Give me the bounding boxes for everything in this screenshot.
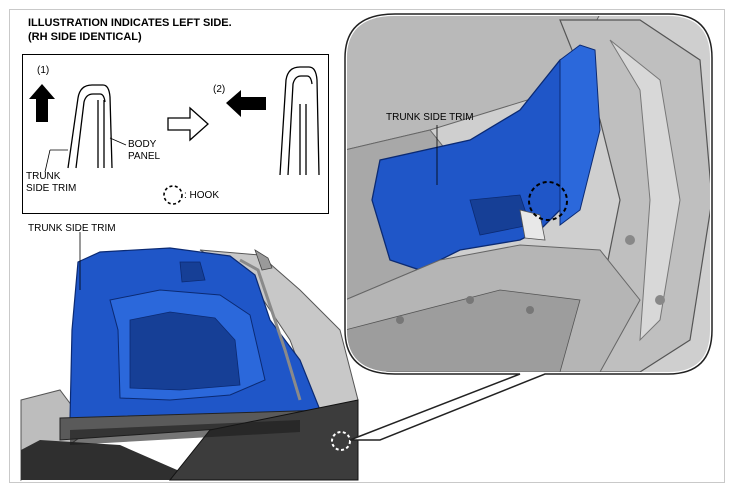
- trunk-side-trim-label-2: SIDE TRIM: [26, 183, 77, 194]
- trunk-side-trim-detail-label: TRUNK SIDE TRIM: [386, 112, 474, 123]
- hook-legend-icon: [163, 185, 183, 205]
- hook-closeup-marker: [528, 181, 568, 221]
- trunk-side-trim-main-label: TRUNK SIDE TRIM: [28, 223, 116, 234]
- detail-callout: [344, 13, 713, 441]
- hook-legend-label: : HOOK: [184, 190, 220, 201]
- body-panel-label-2: PANEL: [128, 151, 161, 162]
- hook-sketch-before: [67, 84, 113, 169]
- trunk-illustration: [20, 222, 359, 481]
- hook-location-marker: [331, 431, 351, 451]
- step-1-up-arrow: [29, 84, 55, 122]
- hook-sketch-after: [279, 66, 320, 176]
- figure-frame: [9, 9, 725, 483]
- body-panel-leader: [109, 137, 127, 146]
- body-panel-label-1: BODY: [128, 139, 157, 150]
- step-2-left-arrow: [226, 90, 266, 117]
- trunk-side-trim-label-1: TRUNK: [26, 171, 61, 182]
- hollow-right-arrow: [167, 106, 209, 142]
- step-1-label: (1): [37, 65, 50, 76]
- removal-steps-inset: [22, 54, 329, 214]
- step-2-label: (2): [213, 84, 226, 95]
- heading-line-1: ILLUSTRATION INDICATES LEFT SIDE.: [28, 17, 232, 29]
- heading-line-2: (RH SIDE IDENTICAL): [28, 31, 142, 43]
